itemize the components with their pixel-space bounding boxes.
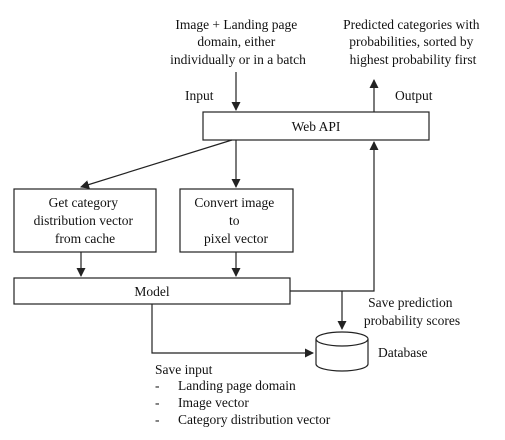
output-description: Predicted categories with probabilities,… [343, 17, 483, 67]
save-input-item: - [155, 378, 160, 393]
output-label: Output [395, 88, 433, 103]
save-input-item: - [155, 395, 160, 410]
database-label: Database [378, 345, 427, 360]
save-input-list: Save input - Landing page domain - Image… [155, 362, 331, 427]
convert-image-label: Convert image to pixel vector [194, 195, 277, 246]
model-label: Model [134, 284, 169, 299]
save-scores-label: Save prediction probability scores [364, 295, 460, 328]
save-input-item-text: Landing page domain [178, 378, 296, 393]
save-input-item-text: Image vector [178, 395, 249, 410]
web-api-box: Web API [202, 111, 430, 141]
category-cache-label: Get category distribution vector from ca… [34, 195, 137, 246]
model-box: Model [13, 277, 291, 305]
input-description: Image + Landing page domain, either indi… [170, 17, 306, 67]
category-cache-box: Get category distribution vector from ca… [13, 188, 157, 253]
database-icon [315, 331, 369, 372]
save-input-item-text: Category distribution vector [178, 412, 331, 427]
model-to-api-arrow [290, 141, 379, 292]
input-label: Input [185, 88, 214, 103]
save-input-arrow [151, 304, 314, 358]
save-input-item: - [155, 412, 160, 427]
convert-image-box: Convert image to pixel vector [179, 188, 294, 253]
save-input-title: Save input [155, 362, 213, 377]
api-to-category-arrow [80, 139, 233, 189]
web-api-label: Web API [292, 119, 341, 134]
